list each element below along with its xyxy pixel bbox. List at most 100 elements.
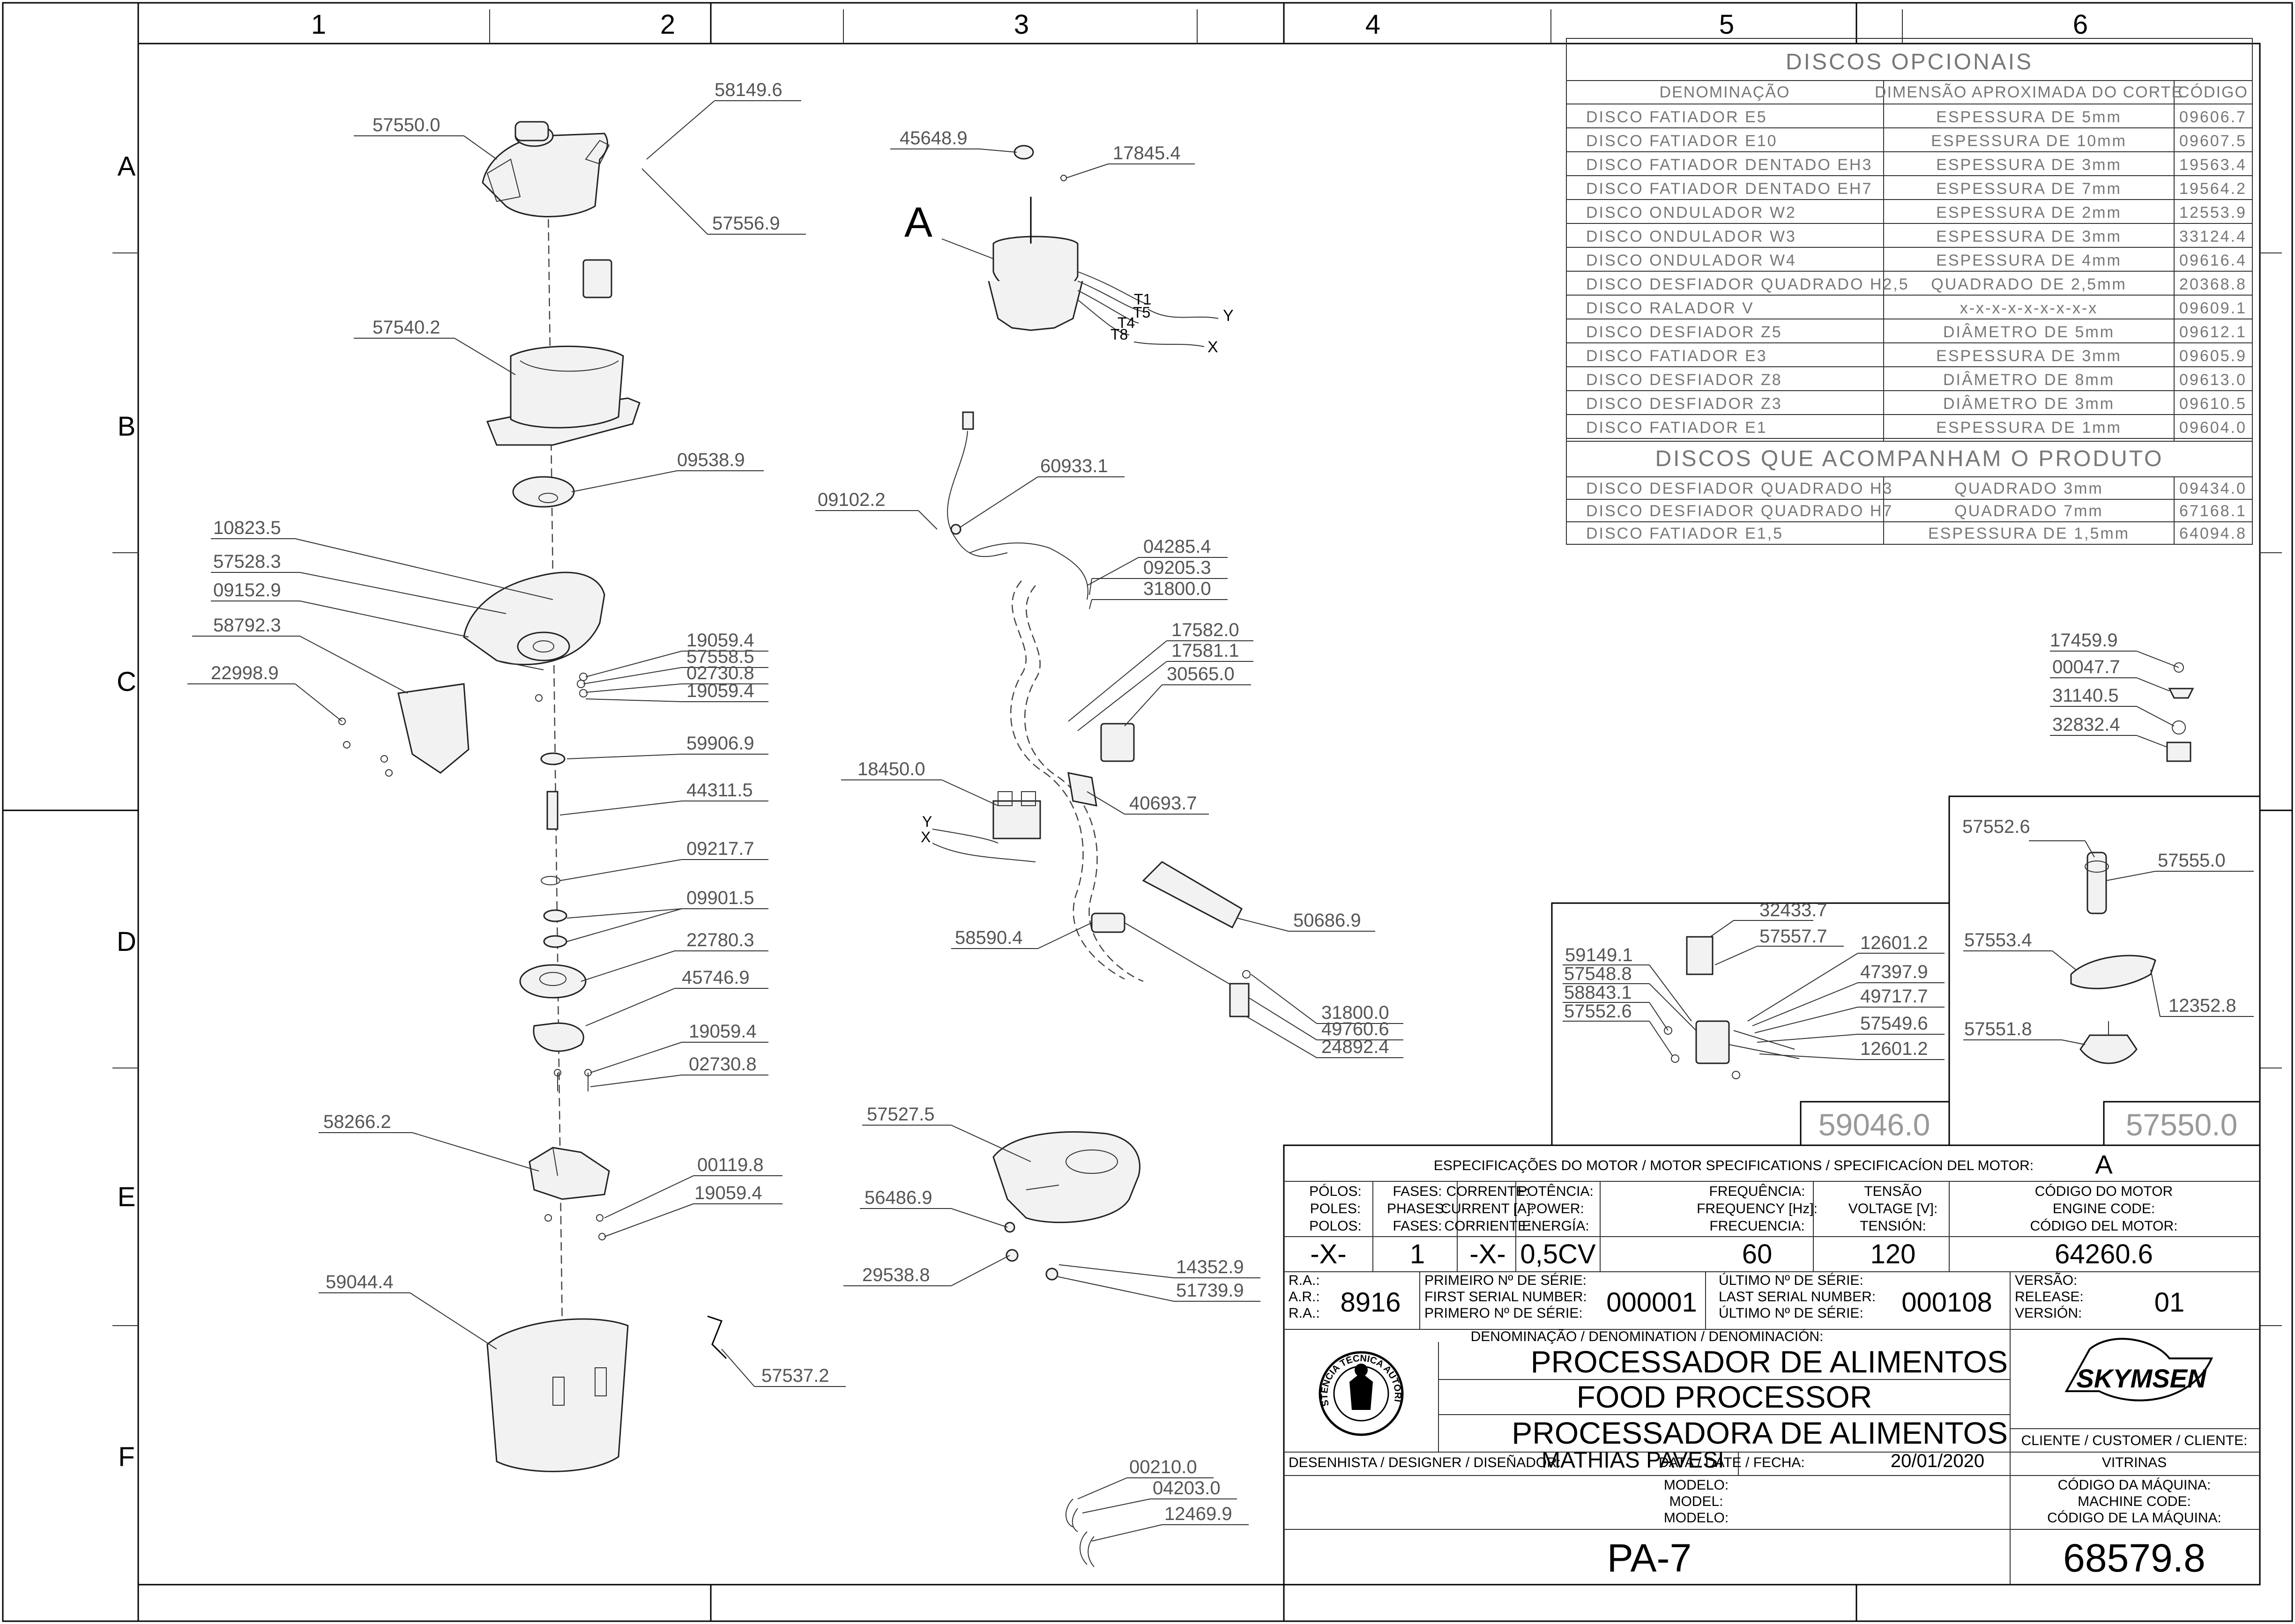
client-value: VITRINAS <box>2102 1455 2167 1470</box>
callout-label: 02730.8 <box>689 1054 757 1075</box>
callout-label: 17845.4 <box>1113 143 1181 163</box>
disc-name-cell: DISCO ONDULADOR W2 <box>1586 204 1796 222</box>
disc-code-cell: 09606.7 <box>2179 108 2247 126</box>
disc-dimension-cell: ESPESSURA DE 1,5mm <box>1928 525 2130 542</box>
machine-code-label: CÓDIGO DE LA MÁQUINA: <box>2047 1510 2221 1526</box>
callout-label: 57549.6 <box>1860 1013 1928 1034</box>
callout-label: 22998.9 <box>211 663 279 683</box>
wire-label: T5 <box>1133 304 1150 321</box>
discos-opcionais-title: DISCOS OPCIONAIS <box>1786 50 2033 74</box>
callout-label: 57527.5 <box>867 1104 935 1125</box>
motor-part <box>988 197 1083 331</box>
callout-label: 47397.9 <box>1860 962 1928 982</box>
base-part <box>992 1131 1140 1224</box>
spec-title: ESPECIFICAÇÕES DO MOTOR / MOTOR SPECIFIC… <box>1434 1157 2034 1173</box>
grid-column-label: 2 <box>660 9 675 40</box>
callout-label: 19059.4 <box>686 681 754 701</box>
disc-name-cell: DISCO DESFIADOR QUADRADO H2,5 <box>1586 275 1909 293</box>
denominacao-label: DENOMINAÇÃO / DENOMINATION / DENOMINACIÓ… <box>1471 1328 1824 1344</box>
callout-label: 32433.7 <box>1759 900 1827 920</box>
grid-column-label: 5 <box>1719 9 1734 40</box>
disc-code-cell: 09616.4 <box>2179 252 2247 269</box>
disc-dimension-cell: DIÂMETRO DE 8mm <box>1943 371 2115 389</box>
callout-label: 40693.7 <box>1129 793 1197 814</box>
disc-dimension-cell: QUADRADO DE 2,5mm <box>1931 275 2127 293</box>
wire-label: Y <box>922 813 932 830</box>
wire-label: T1 <box>1134 291 1151 308</box>
callout-label: 12352.8 <box>2168 995 2236 1016</box>
spec-header: POLES: <box>1310 1201 1361 1216</box>
contactor-part: Y X <box>921 791 1041 862</box>
callout-label: 09217.7 <box>686 838 754 859</box>
callout-label: 57553.4 <box>1964 930 2032 950</box>
spec-header: FREQUENCY [Hz]: <box>1697 1201 1818 1216</box>
callout-label: 14352.9 <box>1176 1257 1244 1277</box>
product-name-en: FOOD PROCESSOR <box>1577 1379 1872 1414</box>
callout-label: 12469.9 <box>1164 1504 1232 1524</box>
ra-value: 8916 <box>1340 1287 1401 1318</box>
spec-header: ENGINE CODE: <box>2053 1201 2155 1216</box>
machine-code-label: CÓDIGO DA MÁQUINA: <box>2058 1477 2211 1493</box>
disc-code-cell: 12553.9 <box>2179 204 2247 222</box>
callout-label: 30565.0 <box>1167 664 1235 684</box>
housing-part <box>486 1318 629 1472</box>
product-name-pt: PROCESSADOR DE ALIMENTOS <box>1531 1344 2008 1379</box>
wire-label: T4 <box>1118 314 1135 331</box>
main-assembly <box>338 121 727 1472</box>
spec-value: -X- <box>1310 1239 1346 1269</box>
wire-label: T8 <box>1110 326 1128 343</box>
wire-label: X <box>921 829 931 845</box>
last-serial-label: LAST SERIAL NUMBER: <box>1719 1289 1876 1305</box>
callout-label: 00119.8 <box>697 1155 764 1175</box>
callout-label: 57552.6 <box>1962 816 2030 837</box>
spec-header: PÓLOS: <box>1309 1184 1362 1199</box>
callout-label: 04285.4 <box>1143 536 1211 557</box>
pulley-part <box>519 964 587 999</box>
model-label: MODEL: <box>1669 1494 1723 1509</box>
disc-dimension-cell: ESPESSURA DE 3mm <box>1936 156 2122 174</box>
grid-column-label: 6 <box>2073 9 2088 40</box>
spec-header: VOLTAGE [V]: <box>1848 1201 1938 1216</box>
grid-row-label: B <box>118 411 136 442</box>
callout-label: 17581.1 <box>1171 640 1239 661</box>
callout-label: 57548.8 <box>1564 964 1632 984</box>
disc-name-cell: DISCO FATIADOR E1,5 <box>1586 525 1783 542</box>
disc-code-cell: 09605.9 <box>2179 347 2247 365</box>
disc-dimension-cell: ESPESSURA DE 5mm <box>1936 108 2122 126</box>
callout-label: 09901.5 <box>686 888 754 908</box>
wire-label: X <box>1207 338 1218 356</box>
callout-label: 57556.9 <box>712 213 780 234</box>
disc-dimension-cell: ESPESSURA DE 3mm <box>1936 228 2122 245</box>
bracket-part <box>529 1147 610 1200</box>
model-label: MODELO: <box>1664 1510 1729 1526</box>
callout-label: 56486.9 <box>864 1187 932 1208</box>
callout-label: 57528.3 <box>213 551 281 572</box>
ra-label: R.A.: <box>1289 1305 1320 1321</box>
callout-leaders <box>187 100 2179 1542</box>
motor-label: A <box>904 199 932 246</box>
callout-label: 58590.4 <box>955 927 1023 948</box>
callout-label: 17582.0 <box>1171 620 1239 640</box>
subassembly-57550: 57550.0 57552.6 57555.0 57553.4 12352.8 … <box>1948 795 2261 1146</box>
spec-header: POTÊNCIA: <box>1518 1184 1594 1199</box>
spec-header: TENSÃO <box>1864 1183 1922 1199</box>
last-serial-label: ÚLTIMO Nº DE SÉRIE: <box>1719 1305 1863 1321</box>
callout-label: 31800.0 <box>1143 578 1211 599</box>
designer-name: MATHIAS PAVESI <box>1542 1448 1724 1473</box>
callout-label: 58843.1 <box>1564 982 1632 1003</box>
spec-header: CURRENT [A]: <box>1441 1201 1534 1216</box>
spec-header: CORRIENTE: <box>1444 1218 1531 1234</box>
callout-label: 12601.2 <box>1860 933 1928 953</box>
disc-dimension-cell: x-x-x-x-x-x-x-x-x <box>1960 299 2098 317</box>
callout-label: 49717.7 <box>1860 986 1928 1007</box>
callout-label: 00210.0 <box>1129 1457 1197 1477</box>
skymsen-logo: SKYMSEN <box>2064 1338 2213 1402</box>
machine-code: 68579.8 <box>2063 1536 2206 1580</box>
spec-header: POWER: <box>1527 1201 1584 1216</box>
callout-label: 57550.0 <box>373 115 440 135</box>
model-value: PA-7 <box>1607 1536 1692 1580</box>
disc-part <box>512 476 575 508</box>
